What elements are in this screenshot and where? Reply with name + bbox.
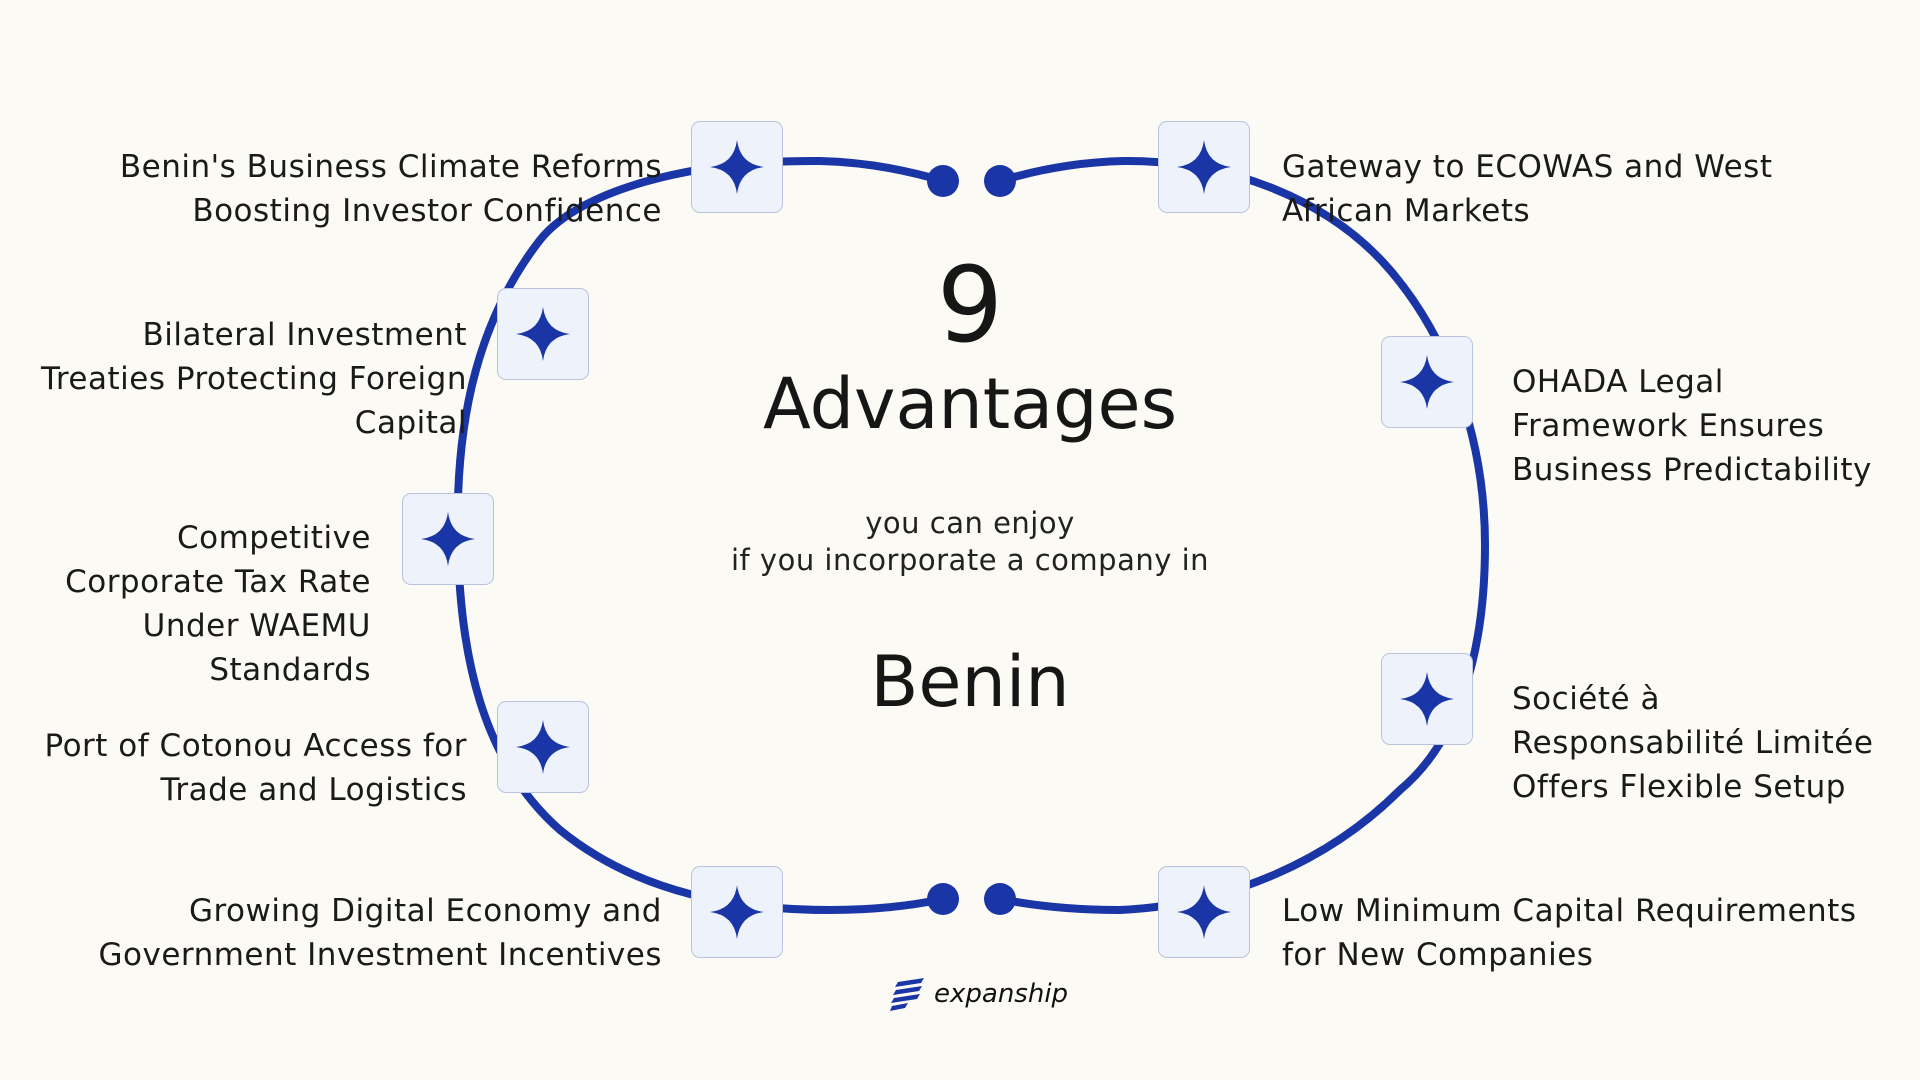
brand-logo: expanship: [890, 974, 1068, 1014]
advantage-node-3: [402, 493, 494, 585]
ring-endpoint-top-right: [984, 165, 1016, 197]
advantage-label-1: Benin's Business Climate Reforms Boostin…: [119, 149, 662, 229]
advantage-label-3: Competitive Corporate Tax Rate Under WAE…: [65, 520, 371, 688]
four-point-star-icon: [421, 512, 475, 566]
ring-endpoint-bottom-right: [984, 883, 1016, 915]
advantage-label-5: Growing Digital Economy and Government I…: [98, 893, 662, 973]
four-point-star-icon: [1177, 140, 1231, 194]
advantage-node-2: [497, 288, 589, 380]
four-point-star-icon: [516, 307, 570, 361]
expanship-logo-icon: [890, 974, 930, 1014]
brand-name: expanship: [934, 979, 1069, 1009]
four-point-star-icon: [710, 885, 764, 939]
four-point-star-icon: [1400, 355, 1454, 409]
ring-endpoint-bottom-left: [927, 883, 959, 915]
subtitle-line-1: you can enjoy: [865, 506, 1075, 540]
advantage-label-2: Bilateral Investment Treaties Protecting…: [40, 317, 467, 441]
advantage-node-8: [1381, 653, 1473, 745]
four-point-star-icon: [710, 140, 764, 194]
country-name: Benin: [870, 641, 1070, 723]
headline: Advantages: [762, 363, 1178, 445]
subtitle-line-2: if you incorporate a company in: [730, 543, 1210, 577]
four-point-star-icon: [516, 720, 570, 774]
four-point-star-icon: [1177, 885, 1231, 939]
advantage-label-6: Gateway to ECOWAS and West African Marke…: [1282, 149, 1773, 229]
advantage-label-8: Société à Responsabilité Limitée Offers …: [1512, 681, 1874, 805]
advantage-node-7: [1381, 336, 1473, 428]
advantages-count: 9: [936, 244, 1004, 366]
advantage-node-4: [497, 701, 589, 793]
ring-endpoint-top-left: [927, 165, 959, 197]
advantage-label-4: Port of Cotonou Access for Trade and Log…: [44, 728, 467, 808]
advantage-node-1: [691, 121, 783, 213]
four-point-star-icon: [1400, 672, 1454, 726]
advantage-node-9: [1158, 866, 1250, 958]
advantage-node-6: [1158, 121, 1250, 213]
advantage-label-7: OHADA Legal Framework Ensures Business P…: [1512, 364, 1872, 488]
advantage-label-9: Low Minimum Capital Requirements for New…: [1282, 893, 1857, 973]
advantage-node-5: [691, 866, 783, 958]
